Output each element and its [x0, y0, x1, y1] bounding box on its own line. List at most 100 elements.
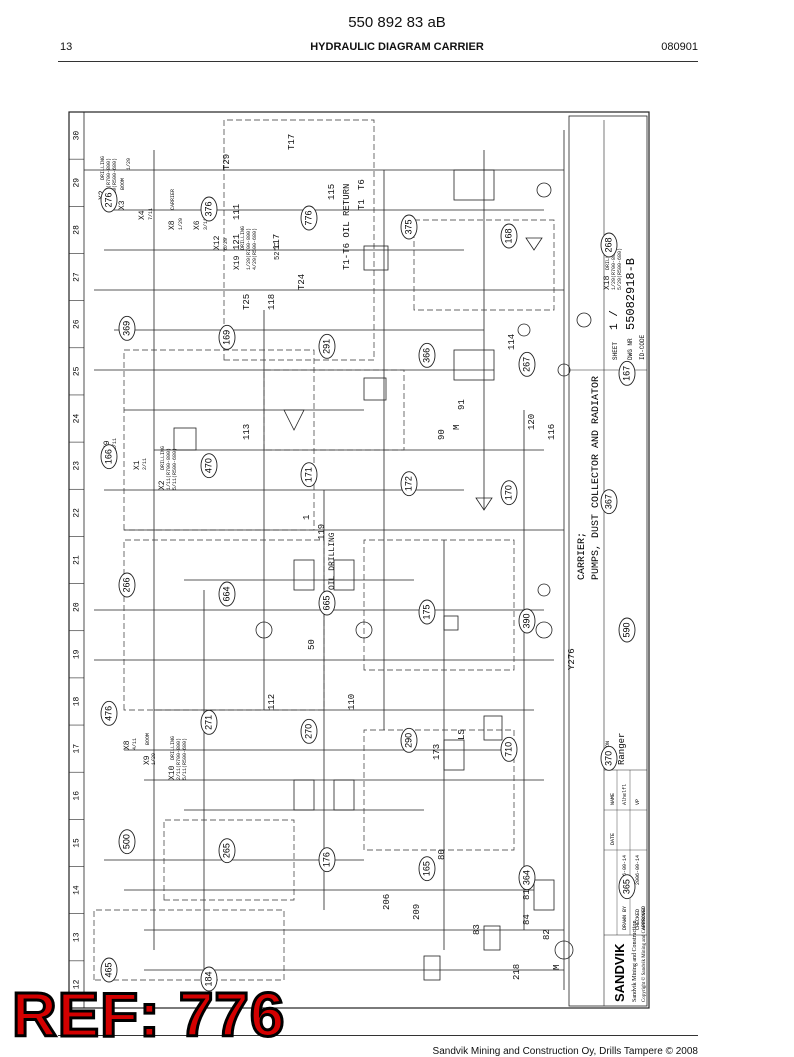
date-code: 080901 — [661, 41, 698, 53]
grid-number: 22 — [73, 508, 82, 518]
connector-x9-top-ref: 3/11 — [112, 438, 118, 450]
callout-276: 276 — [100, 187, 118, 213]
callout-bubble — [400, 214, 418, 240]
grid-number: 12 — [73, 979, 82, 989]
callout-291: 291 — [318, 333, 336, 359]
dwg-value: 55082918-B — [624, 258, 638, 330]
label-120: 120 — [527, 414, 537, 430]
callout-470: 470 — [200, 453, 218, 479]
label-1: 1 — [302, 515, 312, 520]
grid-number: 21 — [73, 555, 82, 565]
label-y276: Y276 — [567, 648, 577, 670]
connector-x6: X6 — [193, 220, 202, 230]
schematic-body: CARRIER; PUMPS, DUST COLLECTOR AND RADIA… — [84, 115, 648, 1007]
callout-number: 267 — [521, 357, 531, 372]
callout-365: 365 — [618, 874, 636, 900]
callout-number: 172 — [403, 476, 413, 491]
callout-number: 291 — [321, 339, 331, 354]
callout-166: 166 — [100, 444, 118, 470]
grid-number: 17 — [73, 744, 82, 754]
label-84: 84 — [522, 914, 532, 925]
callout-number: 184 — [203, 971, 213, 986]
callout-267: 267 — [518, 351, 536, 377]
callout-bubble — [418, 599, 436, 625]
connector-x1: X1 — [133, 460, 142, 470]
grid-number: 30 — [73, 131, 82, 141]
callout-number: 664 — [221, 586, 231, 601]
label-91: 91 — [457, 399, 467, 410]
connector-x2b: X2 — [158, 480, 167, 490]
callout-bubble — [600, 232, 618, 258]
label-110: 110 — [347, 694, 357, 710]
label-173: 173 — [432, 744, 442, 760]
connector-x18-drilling: DRILLING — [605, 246, 611, 270]
callout-265: 265 — [218, 838, 236, 864]
connector-x10-r500: 5/11(R500-680) — [182, 738, 188, 780]
callout-number: 710 — [503, 742, 513, 757]
connector-x4-ref: 7/11 — [148, 208, 154, 220]
connector-x19-drilling: DRILLING — [240, 226, 246, 250]
callout-number: 367 — [603, 494, 613, 509]
checked-name: VP — [635, 799, 641, 805]
callout-369: 369 — [118, 315, 136, 341]
checked-date: 2006-09-14 — [635, 855, 641, 885]
callout-bubble — [218, 324, 236, 350]
callout-number: 176 — [321, 852, 331, 867]
callout-bubble — [300, 205, 318, 231]
callout-390: 390 — [518, 608, 536, 634]
connector-x8-ref: 1/29 — [178, 218, 184, 230]
callout-bubble — [500, 480, 518, 506]
callout-number: 290 — [403, 733, 413, 748]
callout-number: 165 — [421, 861, 431, 876]
document-number: 550 892 83 aB — [348, 14, 446, 31]
callout-number: 266 — [121, 577, 131, 592]
callout-number: 376 — [203, 201, 213, 216]
connector-x3-ref: 1/29 — [126, 158, 132, 170]
callout-710: 710 — [500, 736, 518, 762]
name-label: NAME — [610, 793, 616, 805]
label-113: 113 — [242, 424, 252, 440]
callout-375: 375 — [400, 214, 418, 240]
callout-175: 175 — [418, 599, 436, 625]
label-206: 206 — [382, 894, 392, 910]
footer-company: Sandvik Mining and Construction Oy, Dril… — [432, 1046, 698, 1057]
callout-290: 290 — [400, 727, 418, 753]
callout-172: 172 — [400, 471, 418, 497]
label-oil-temp: 52°C — [273, 243, 282, 260]
callout-number: 590 — [621, 622, 631, 637]
grid-number: 29 — [73, 178, 82, 188]
callout-590: 590 — [618, 617, 636, 643]
callout-bubble — [518, 608, 536, 634]
callout-number: 365 — [621, 879, 631, 894]
label-114: 114 — [507, 334, 517, 350]
connector-x4: X4 — [138, 210, 147, 220]
callout-664: 664 — [218, 581, 236, 607]
callout-776: 776 — [300, 205, 318, 231]
dwg-label: DWG NR — [627, 338, 634, 360]
sheet-label: SHEET — [612, 342, 619, 360]
label-m2: M — [552, 965, 562, 970]
callout-bubble — [200, 709, 218, 735]
hydraulic-lines — [84, 130, 565, 990]
callout-bubble — [118, 572, 136, 598]
grid-number: 20 — [73, 602, 82, 612]
callout-271: 271 — [200, 709, 218, 735]
connector-x18-r700: 1/29(R700-800) — [611, 248, 617, 290]
connector-x9-bot: X9 — [143, 755, 152, 765]
callout-number: 465 — [103, 962, 113, 977]
label-t1: T1 — [357, 199, 367, 210]
grid-number: 28 — [73, 225, 82, 235]
callout-170: 170 — [500, 480, 518, 506]
label-115: 115 — [327, 184, 337, 200]
label-ls: LS — [457, 729, 467, 740]
connector-x9-bot-boom: BOOM — [145, 733, 151, 745]
label-81: 81 — [522, 889, 532, 900]
grid-number: 16 — [73, 791, 82, 801]
callout-number: 370 — [603, 751, 613, 766]
label-117: 117 — [272, 234, 282, 250]
callout-number: 470 — [203, 458, 213, 473]
title-line-2: PUMPS, DUST COLLECTOR AND RADIATOR — [591, 376, 602, 580]
callout-165: 165 — [418, 856, 436, 882]
sheet-value: 1 / — [609, 310, 621, 330]
